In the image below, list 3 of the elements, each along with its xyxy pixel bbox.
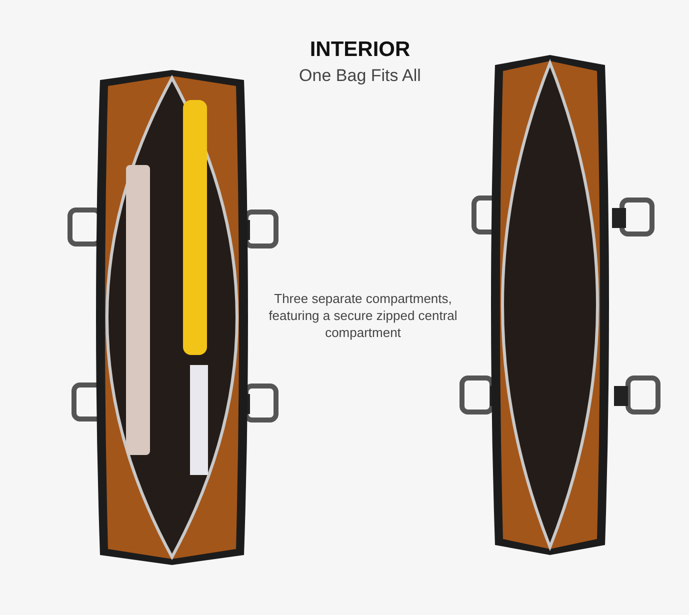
description-text: Three separate compartments, featuring a secure zipped central compartment	[268, 290, 458, 341]
subheading: One Bag Fits All	[298, 66, 422, 86]
heading: INTERIOR	[308, 38, 412, 62]
